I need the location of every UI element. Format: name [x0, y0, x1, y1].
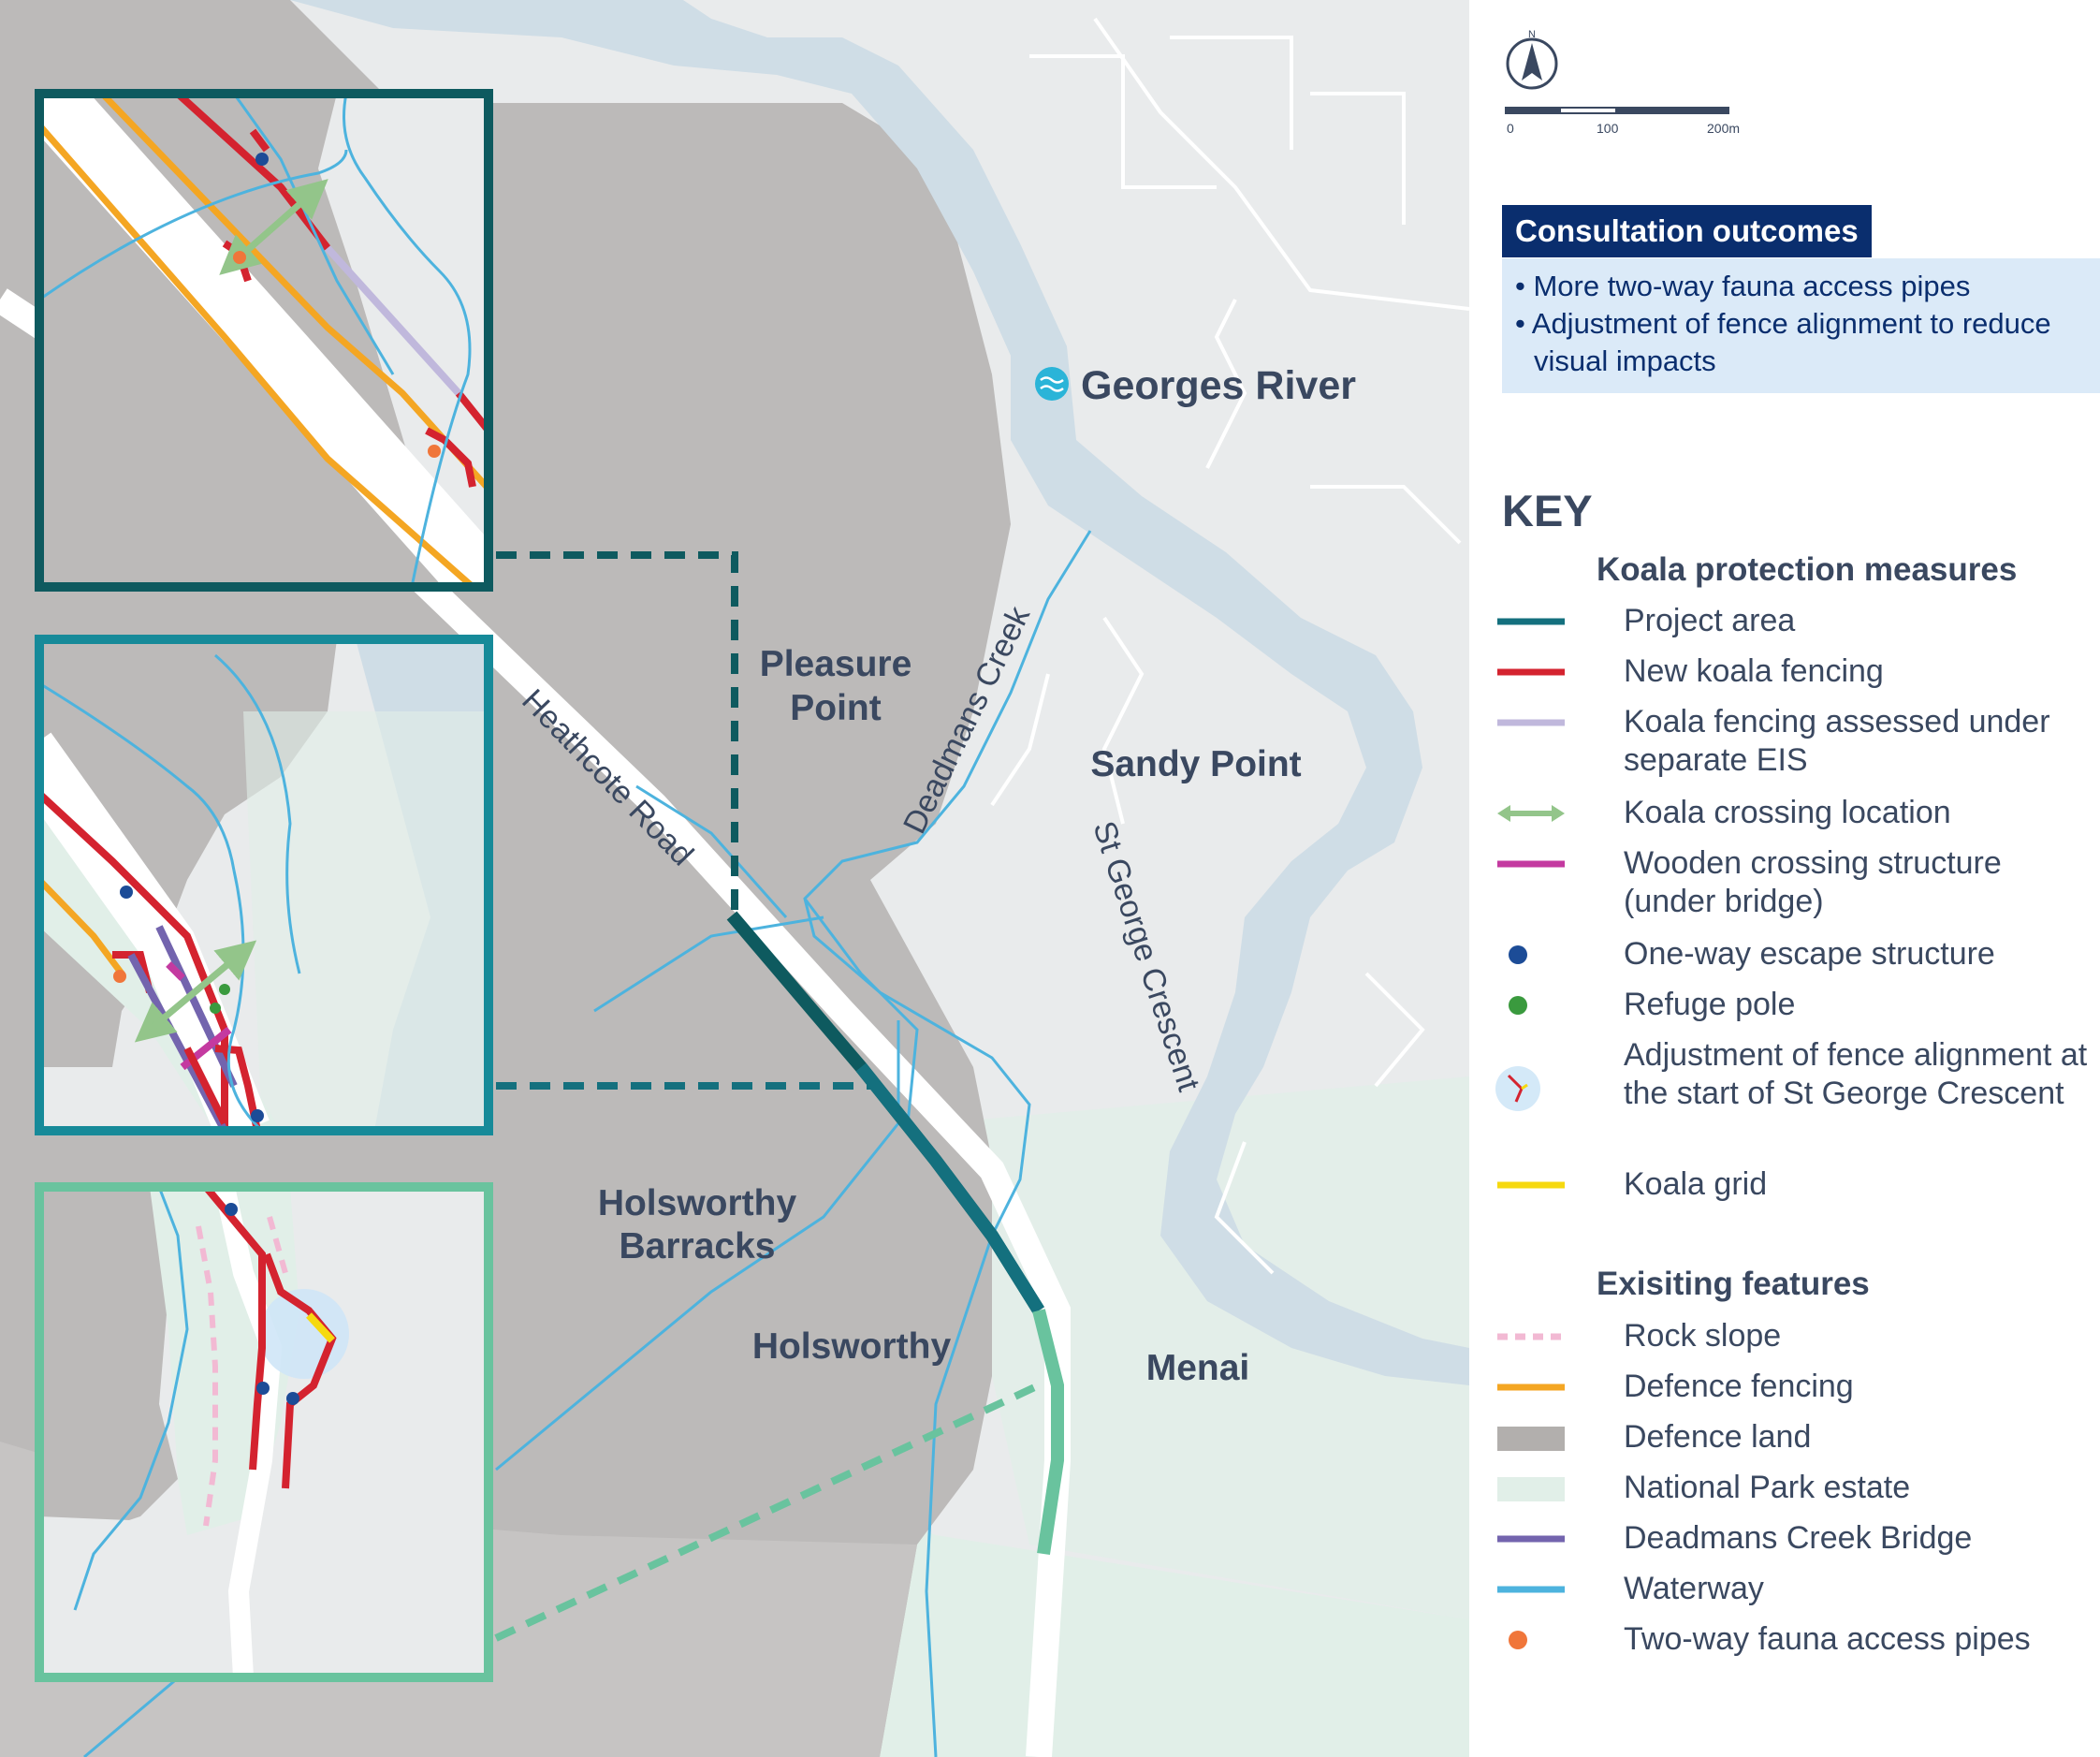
inset-bottom-frame	[35, 1182, 493, 1682]
koala-legend-label: Adjustment of fence alignment at the sta…	[1624, 1037, 2088, 1111]
scale-bar: 0 100 200m	[1505, 107, 1740, 136]
line-symbol-icon	[1495, 1165, 1570, 1205]
koala-legend-label: Refuge pole	[1624, 987, 1796, 1022]
key-title: KEY	[1502, 486, 1593, 535]
consultation-outcomes-title: Consultation outcomes	[1502, 205, 1872, 257]
inset-middle-frame	[35, 635, 493, 1135]
koala-legend-label: Koala crossing location	[1624, 795, 1951, 830]
inset-top-content	[39, 94, 489, 587]
double-arrow-symbol-icon	[1495, 794, 1570, 833]
koala-legend-label: Koala fencing assessed under separate EI…	[1624, 704, 2050, 778]
pleasure-point-label-2: Point	[790, 688, 881, 728]
koala-legend-label: Project area	[1624, 603, 1796, 638]
consultation-outcomes-box: • More two-way fauna access pipes • Adju…	[1502, 258, 2100, 393]
existing-legend-label: National Park estate	[1624, 1470, 1911, 1505]
outcome-text: More two-way fauna access pipes	[1533, 270, 1971, 302]
line-symbol-icon	[1495, 1519, 1570, 1559]
existing-legend-label: Deadmans Creek Bridge	[1624, 1520, 1973, 1556]
project-area-segment-2	[855, 1062, 1044, 1314]
koala-legend-label: Koala grid	[1624, 1166, 1768, 1202]
map-canvas: Georges River Pleasure Point Sandy Point…	[0, 0, 1469, 1757]
line-symbol-icon	[1495, 844, 1570, 884]
koala-legend-label: Wooden crossing structure (under bridge)	[1624, 845, 2002, 919]
existing-legend-label: Two-way fauna access pipes	[1624, 1621, 2031, 1657]
pleasure-point-label-1: Pleasure	[760, 644, 912, 684]
sandy-point-label: Sandy Point	[1090, 744, 1301, 784]
area-symbol-icon	[1495, 1469, 1570, 1508]
outcome-item: • More two-way fauna access pipes	[1515, 270, 1971, 302]
north-arrow-icon: N	[1506, 29, 1558, 90]
existing-legend-label: Defence land	[1624, 1419, 1812, 1455]
holsworthy-label: Holsworthy	[752, 1326, 952, 1367]
dot-symbol-icon	[1495, 1620, 1570, 1660]
existing-legend-label: Defence fencing	[1624, 1369, 1854, 1404]
scale-tick-200: 200m	[1707, 121, 1740, 136]
north-label: N	[1528, 29, 1536, 40]
project-area-segment-3	[1032, 1309, 1064, 1556]
existing-legend-label: Rock slope	[1624, 1318, 1782, 1354]
koala-legend-label: One-way escape structure	[1624, 936, 1995, 972]
menai-label: Menai	[1146, 1348, 1250, 1388]
holsworthy-barracks-label-1: Holsworthy	[598, 1183, 797, 1223]
scale-tick-100: 100	[1597, 121, 1619, 136]
line-symbol-icon	[1495, 1368, 1570, 1407]
georges-river-label: Georges River	[1081, 363, 1356, 408]
outcome-item: • Adjustment of fence alignment to reduc…	[1515, 307, 2051, 377]
line-symbol-icon	[1495, 703, 1570, 742]
key-panel: N 0 100 200m Consultation outcomes • Mor…	[1469, 0, 2100, 1757]
line-symbol-icon	[1495, 602, 1570, 641]
fence-adjustment-circle	[259, 1289, 349, 1379]
line-symbol-icon	[1495, 1570, 1570, 1609]
inset-top-frame	[35, 89, 493, 592]
outcome-text: Adjustment of fence alignment to reduce …	[1531, 307, 2051, 377]
dashed-line-symbol-icon	[1495, 1317, 1570, 1356]
existing-features-heading: Exisiting features	[1597, 1266, 1870, 1302]
connector-top	[496, 551, 738, 922]
koala-legend-label: New koala fencing	[1624, 653, 1884, 689]
dot-symbol-icon	[1495, 986, 1570, 1025]
line-symbol-icon	[1495, 652, 1570, 692]
inset-bottom-content	[39, 1187, 489, 1677]
dot-symbol-icon	[1495, 935, 1570, 974]
scale-tick-0: 0	[1507, 121, 1514, 136]
koala-measures-heading: Koala protection measures	[1597, 551, 2018, 588]
national-park-area-east	[936, 1076, 1469, 1619]
existing-legend-label: Waterway	[1624, 1571, 1764, 1606]
holsworthy-barracks-label-2: Barracks	[620, 1226, 776, 1267]
adjust-circle-symbol-icon	[1495, 1061, 1570, 1111]
minor-roads	[990, 17, 1469, 1275]
area-symbol-icon	[1495, 1418, 1570, 1457]
inset-middle-content	[39, 639, 489, 1131]
water-icon	[1035, 367, 1069, 401]
